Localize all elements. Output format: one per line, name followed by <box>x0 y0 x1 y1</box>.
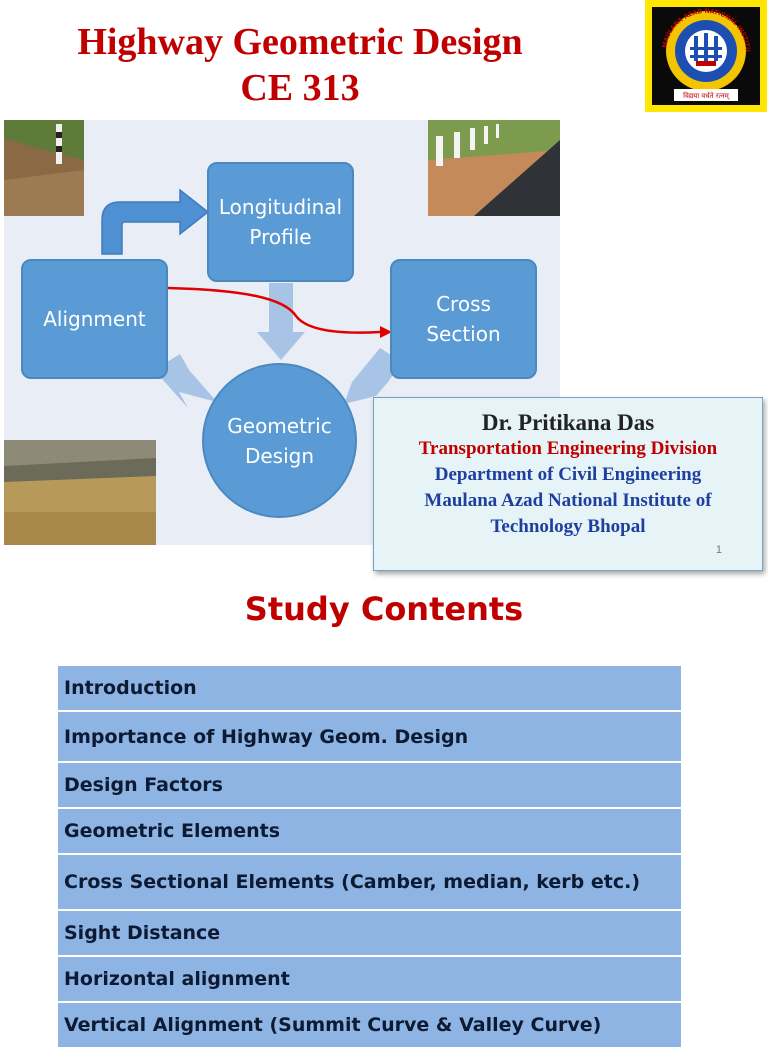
arrow-left-icon <box>154 354 217 408</box>
author-card: Dr. Pritikana Das Transportation Enginee… <box>373 397 763 571</box>
geometric-design-circle: Geometric Design <box>202 363 357 518</box>
arrow-right-icon <box>344 348 402 404</box>
slide-title: Highway Geometric Design <box>77 21 523 63</box>
slide-page-number: 1 <box>715 544 722 556</box>
institute-emblem-icon: MAULANA AZAD NATIONAL INSTITUTE OF TECHN… <box>652 7 760 105</box>
red-arrowhead-icon <box>380 326 392 338</box>
division-name: Transportation Engineering Division <box>418 438 718 459</box>
table-row: Vertical Alignment (Summit Curve & Valle… <box>58 1003 681 1049</box>
cross-section-label: Cross Section <box>426 292 501 346</box>
down-arrow-icon <box>257 283 305 360</box>
cross-section-box: Cross Section <box>390 259 537 379</box>
red-connector-line <box>167 286 381 334</box>
author-name: Dr. Pritikana Das <box>481 410 655 435</box>
road-edge-photo <box>428 120 560 216</box>
alignment-label: Alignment <box>43 307 146 331</box>
table-row: Importance of Highway Geom. Design <box>58 712 681 763</box>
table-row: Geometric Elements <box>58 809 681 855</box>
longitudinal-profile-box: Longitudinal Profile <box>207 162 354 282</box>
alignment-box: Alignment <box>21 259 168 379</box>
logo-motto: विद्यया वर्धते रत्नम् <box>683 91 730 100</box>
road-shoulder-photo <box>4 120 84 216</box>
table-row: Design Factors <box>58 763 681 809</box>
institute-line1: Maulana Azad National Institute of <box>424 490 712 511</box>
institute-logo: MAULANA AZAD NATIONAL INSTITUTE OF TECHN… <box>645 0 767 112</box>
table-row: Sight Distance <box>58 911 681 957</box>
table-row: Introduction <box>58 666 681 712</box>
study-contents-table: Introduction Importance of Highway Geom.… <box>58 666 681 1049</box>
study-contents-title: Study Contents <box>244 590 524 628</box>
table-row: Horizontal alignment <box>58 957 681 1003</box>
title-slide: Highway Geometric Design CE 313 <box>4 0 767 571</box>
grassland-photo <box>4 440 156 545</box>
longitudinal-profile-label: Longitudinal Profile <box>218 195 343 249</box>
institute-line2: Technology Bhopal <box>490 516 646 537</box>
department-name: Department of Civil Engineering <box>434 464 702 485</box>
course-code: CE 313 <box>240 67 360 109</box>
curved-arrow-icon <box>101 188 210 255</box>
geometric-design-label: Geometric Design <box>227 413 332 468</box>
table-row: Cross Sectional Elements (Camber, median… <box>58 855 681 911</box>
